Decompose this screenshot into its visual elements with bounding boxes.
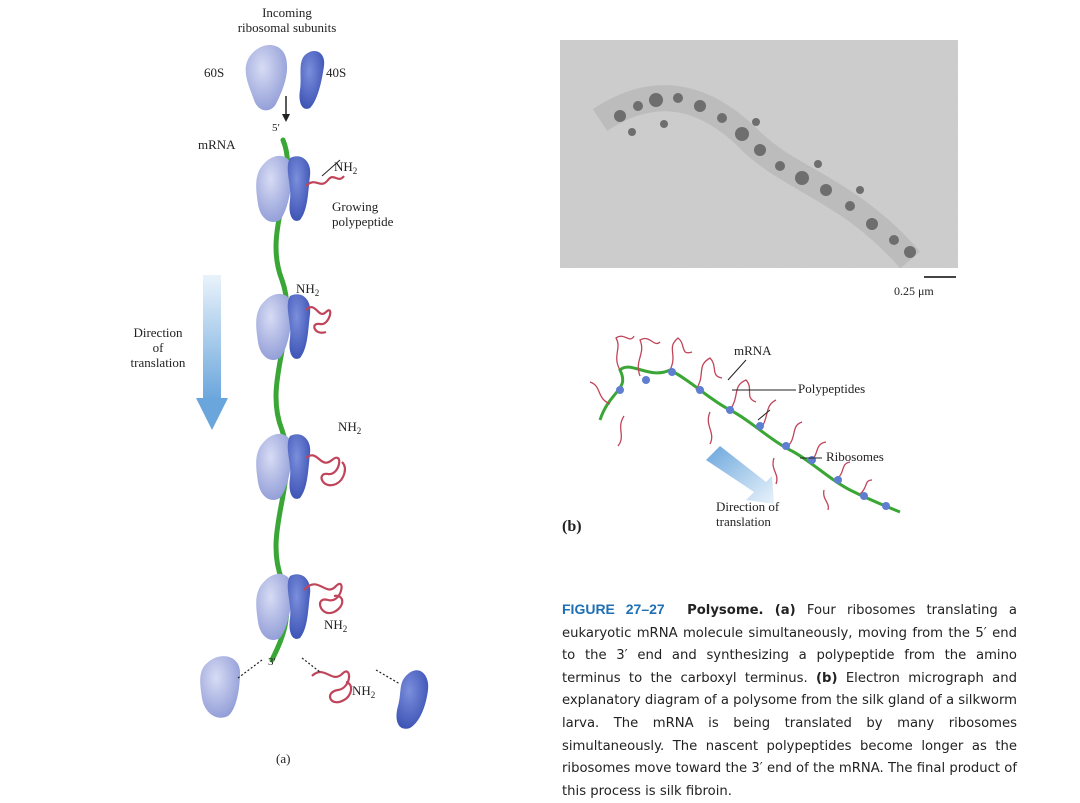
40s-label: 40S — [326, 65, 347, 80]
scale-bar — [924, 276, 956, 278]
incoming-subunits-label: Incoming ribosomal subunits — [237, 5, 337, 35]
nh2-label-5: NH2 — [352, 683, 376, 700]
micrograph-image — [560, 40, 958, 268]
three-prime-label: 3′ — [268, 656, 276, 668]
ribosomes-label: Ribosomes — [826, 449, 884, 464]
polypeptide-2 — [305, 306, 332, 334]
incoming-60s-subunit — [245, 44, 288, 111]
nh2-label-4: NH2 — [324, 617, 348, 634]
scale-label: 0.25 μm — [894, 284, 934, 298]
polysome-diagram-svg — [589, 335, 901, 514]
mrna-label: mRNA — [198, 137, 236, 152]
polypeptide-1 — [305, 175, 345, 187]
polysome-schematic — [196, 44, 429, 729]
polypeptide-3 — [305, 454, 346, 487]
nh2-label-2: NH2 — [296, 281, 320, 298]
ribosome-2 — [256, 293, 332, 361]
nh2-label-1: NH2 — [334, 159, 358, 176]
panel-a: Incoming ribosomal subunits 60S 40S 5′ m… — [0, 0, 540, 788]
ribosome-1 — [256, 155, 345, 223]
five-prime-label: 5′ — [272, 122, 280, 134]
polysome-diagram: mRNA Polypeptides Ribosomes Direction of… — [560, 320, 960, 550]
ribosomes-b — [616, 368, 890, 510]
released-polypeptide — [311, 670, 353, 704]
60s-label: 60S — [204, 65, 225, 80]
caption-marker-a: (a) — [774, 603, 796, 618]
figure-number: FIGURE 27–27 — [562, 601, 665, 617]
polypeptide-4 — [303, 582, 344, 615]
panel-a-label: (a) — [276, 751, 291, 766]
direction-of-translation-label-b: Direction of translation — [716, 499, 780, 529]
direction-of-translation-label: Direction of translation — [130, 325, 186, 370]
figure-title: Polysome. — [687, 603, 764, 618]
caption-part-b: Electron micrograph and explanatory diag… — [562, 670, 1017, 799]
polypeptides-b — [589, 335, 873, 511]
ribosome-3 — [256, 433, 346, 501]
electron-micrograph — [560, 40, 958, 268]
incoming-40s-subunit — [299, 51, 325, 109]
panel-b-label: (b) — [562, 518, 582, 535]
mrna-label-b: mRNA — [734, 343, 772, 358]
growing-polypeptide-label: Growing polypeptide — [332, 199, 394, 229]
polypeptides-label: Polypeptides — [798, 381, 866, 396]
caption-marker-b: (b) — [815, 670, 838, 686]
released-60s-subunit — [200, 656, 240, 718]
ribosome-4 — [256, 573, 344, 641]
nh2-label-3: NH2 — [338, 419, 362, 436]
released-40s-subunit — [396, 670, 429, 729]
figure-caption: FIGURE 27–27 Polysome. (a) Four ribosome… — [562, 598, 1017, 803]
caption-part-a: Four ribosomes translating a eukaryotic … — [562, 603, 1017, 686]
